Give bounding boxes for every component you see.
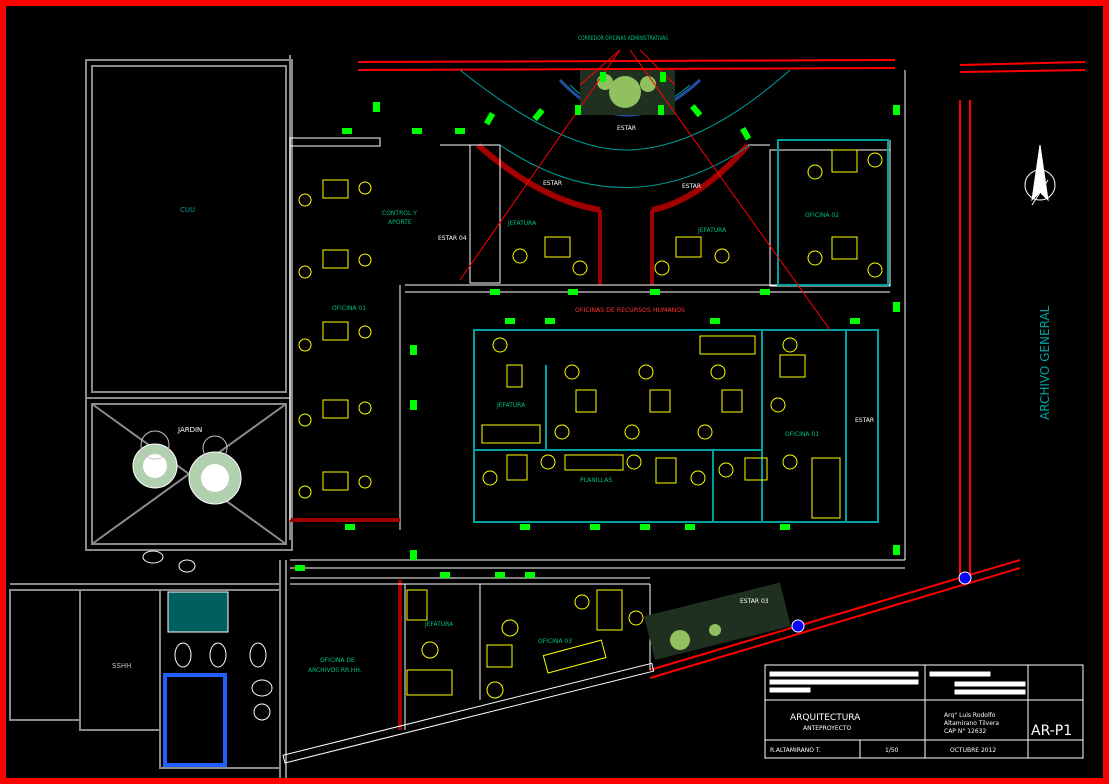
label-jefatura-c: JEFATURA [496,402,526,409]
label-oficina-archivos-2: ARCHIVOS RR.HH. [308,667,362,674]
label-estar-top: ESTAR [617,125,636,132]
label-jefatura-tr: JEFATURA [697,227,727,234]
label-oficina-b: OFICINA 03 [538,638,572,645]
title-architect-2: Altamirano Tilvera [944,720,999,727]
label-estar04: ESTAR 04 [438,235,467,242]
label-estar-c: ESTAR [855,417,874,424]
green-markers [295,72,900,578]
label-oficina-tr: OFICINA 02 [805,212,839,219]
interior-walls [282,70,906,764]
room-labels-left: CUU JARDIN SSHH [112,206,202,670]
title-drawn-by: R.ALTAMIRANO T. [770,747,821,754]
label-jardin: JARDIN [177,426,202,434]
guide-lines [459,49,831,331]
columns [791,571,972,633]
office-blocks [473,139,889,523]
label-cuu: CUU [180,206,195,214]
bottom-planter [644,582,791,660]
walls-left [9,55,293,778]
title-block [764,664,1084,759]
room-labels: CORREDOR OFICINAS ADMINISTRATIVAS CONTRO… [308,35,1052,674]
label-control: CONTROL Y [382,210,417,217]
label-archivo-general: ARCHIVO GENERAL [1038,305,1052,420]
garden-trees [132,430,242,505]
title-sheet-code: AR-P1 [1031,723,1072,739]
floor-plan: CUU JARDIN SSHH [9,35,1086,778]
restroom-fixtures [142,550,273,767]
furniture [298,149,883,699]
label-estar03: ESTAR 03 [740,598,769,605]
label-sshh: SSHH [112,662,131,670]
label-oficina01-r: OFICINA 01 [785,431,819,438]
label-oficinas-recursos: OFICINAS DE RECURSOS HUMANOS [575,307,685,314]
label-oficina-archivos-1: OFICINA DE [320,657,355,664]
label-jefatura-tl: JEFATURA [507,220,537,227]
label-corredor-1: CORREDOR OFICINAS ADMINISTRATIVAS [578,35,668,42]
label-estar-l: ESTAR [543,180,562,187]
red-walls [290,59,1086,730]
title-discipline: ARQUITECTURA [790,713,861,723]
title-block-text: ARQUITECTURA ANTEPROYECTO Arq° Luis Rodo… [770,712,1072,754]
title-date: OCTUBRE 2012 [950,747,996,754]
title-architect-1: Arq° Luis Rodolfo [944,712,996,719]
label-planillas: PLANILLAS [580,477,612,484]
title-scale: 1/50 [885,747,899,754]
label-jefatura-b: JEFATURA [424,621,454,628]
label-oficina01: OFICINA 01 [332,305,366,312]
title-phase: ANTEPROYECTO [803,725,852,732]
label-estar-r: ESTAR [682,183,701,190]
north-arrow-icon [1024,144,1056,206]
label-aporte: APORTE [388,219,412,226]
title-architect-3: CAP N° 12632 [944,728,986,735]
